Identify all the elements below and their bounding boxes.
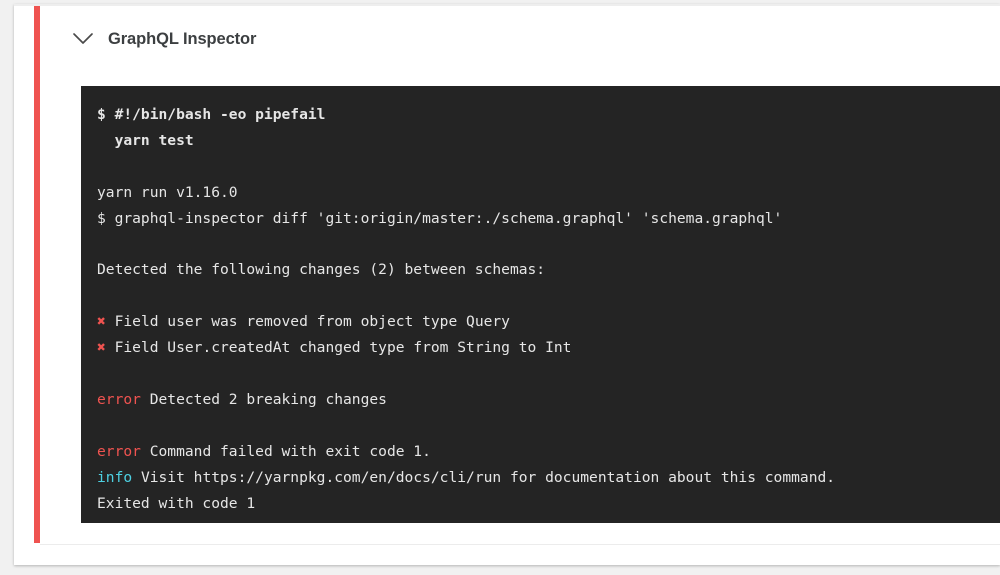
terminal-text-segment: yarn run v1.16.0 <box>97 183 238 201</box>
terminal-text-segment: ✖ <box>97 313 106 331</box>
terminal-line: yarn test <box>97 128 1000 154</box>
terminal-line: Exited with code 1 <box>97 491 1000 517</box>
chevron-down-icon[interactable] <box>70 26 96 52</box>
terminal-text-segment: Command failed with exit code 1. <box>140 442 431 460</box>
terminal-line <box>97 154 1000 180</box>
build-step-card: GraphQL Inspector $ #!/bin/bash -eo pipe… <box>14 4 1000 565</box>
step-header-toggle[interactable]: GraphQL Inspector <box>40 6 1000 72</box>
terminal-line <box>97 232 1000 258</box>
terminal-text-segment: ✖ <box>97 339 106 357</box>
card-footer <box>40 545 1000 565</box>
card-top-divider <box>14 4 1000 6</box>
terminal-line: $ #!/bin/bash -eo pipefail <box>97 102 1000 128</box>
terminal-text-segment: Detected the following changes (2) betwe… <box>97 261 546 279</box>
terminal-line <box>97 361 1000 387</box>
terminal-text-segment: Field User.createdAt changed type from S… <box>105 339 572 357</box>
card-footer-divider <box>40 544 1000 545</box>
terminal-text-segment: $ #!/bin/bash -eo pipefail <box>97 106 326 123</box>
terminal-line <box>97 413 1000 439</box>
terminal-line: error Command failed with exit code 1. <box>97 439 1000 465</box>
terminal-line: info Visit https://yarnpkg.com/en/docs/c… <box>97 465 1000 491</box>
terminal-text-segment: Exited with code 1 <box>97 494 256 512</box>
terminal-text-segment: yarn test <box>97 131 194 149</box>
terminal-line: Detected the following changes (2) betwe… <box>97 257 1000 283</box>
terminal-line: yarn run v1.16.0 <box>97 180 1000 206</box>
status-accent-bar <box>34 6 40 543</box>
terminal-line: error Detected 2 breaking changes <box>97 387 1000 413</box>
terminal-text-segment: $ graphql-inspector diff 'git:origin/mas… <box>97 209 783 227</box>
terminal-line: ✖ Field user was removed from object typ… <box>97 309 1000 335</box>
terminal-text-segment: info <box>97 468 133 486</box>
terminal-text-segment: Visit https://yarnpkg.com/en/docs/cli/ru… <box>132 468 836 486</box>
terminal-text-segment: error <box>97 390 141 408</box>
terminal-line <box>97 283 1000 309</box>
terminal-text-segment: Field user was removed from object type … <box>105 313 510 331</box>
terminal-text-segment: error <box>97 442 141 460</box>
terminal-text-segment: Detected 2 breaking changes <box>140 390 387 408</box>
page-title: GraphQL Inspector <box>108 29 257 48</box>
terminal-line: $ graphql-inspector diff 'git:origin/mas… <box>97 206 1000 232</box>
terminal-log-output[interactable]: $ #!/bin/bash -eo pipefail yarn test yarn… <box>81 86 1000 523</box>
terminal-line: ✖ Field User.createdAt changed type from… <box>97 335 1000 361</box>
